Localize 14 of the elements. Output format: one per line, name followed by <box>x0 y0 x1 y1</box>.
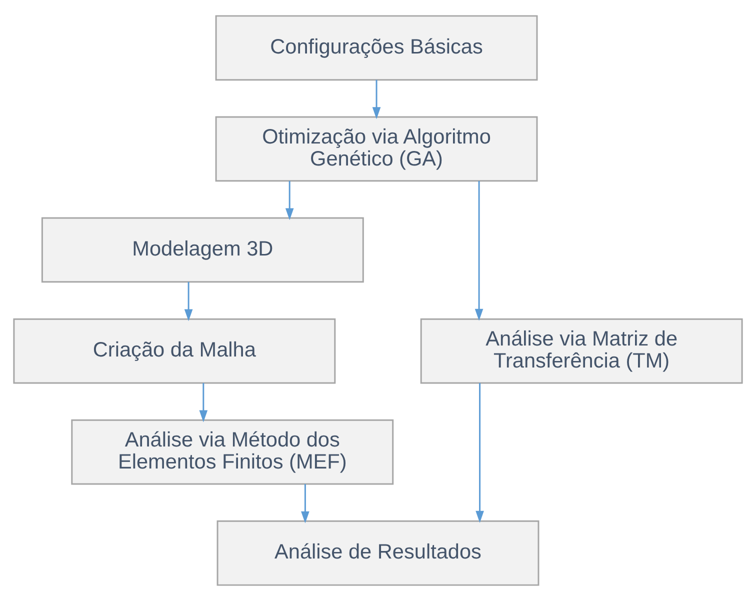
node-box: Análise via Método dos Elementos Finitos (MEF) <box>71 419 394 485</box>
arrow <box>476 383 484 523</box>
arrow <box>372 80 381 120</box>
node-box: Análise via Matriz de Transferência (TM) <box>420 318 743 384</box>
node-box: Análise de Resultados <box>216 520 540 586</box>
node-box: Criação da Malha <box>13 318 336 384</box>
arrow <box>199 383 208 422</box>
node-box: Otimização via Algoritmo Genético (GA) <box>215 116 538 182</box>
node-box: Configurações Básicas <box>215 15 538 81</box>
arrow <box>285 180 294 220</box>
node-box: Modelagem 3D <box>41 217 364 283</box>
arrow <box>301 484 310 524</box>
arrow <box>184 282 193 322</box>
arrow <box>474 180 484 321</box>
